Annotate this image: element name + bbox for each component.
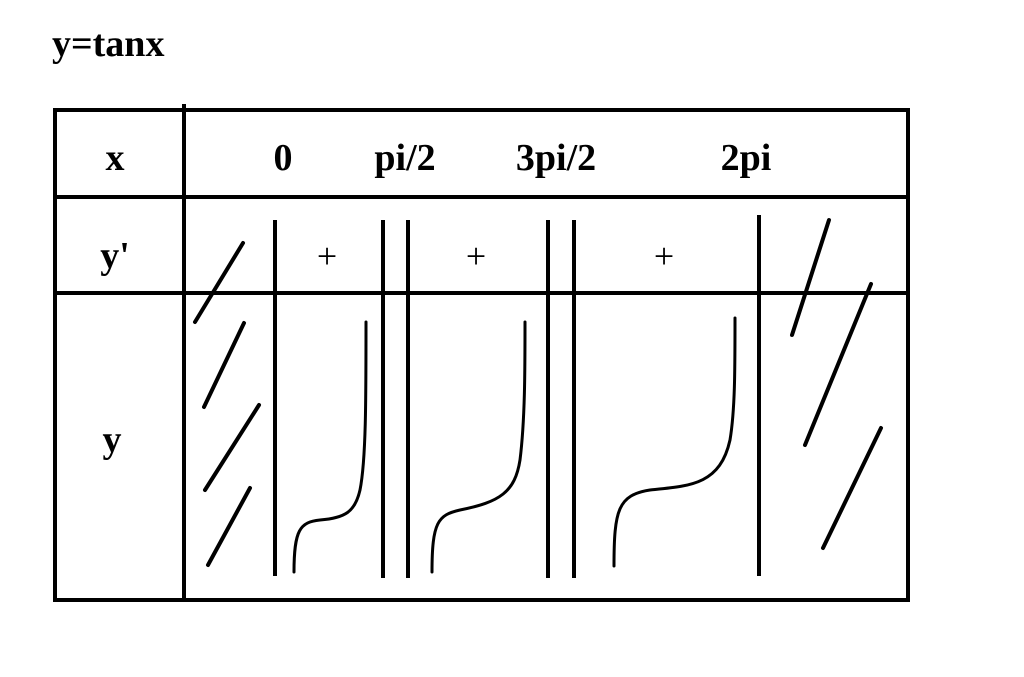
- diagram-title: y=tanx: [52, 23, 165, 65]
- hatched-zone-right: [790, 218, 883, 550]
- row-label-y: y: [103, 419, 122, 461]
- row-label-yprime: y': [100, 235, 130, 277]
- x-value-2: 3pi/2: [516, 137, 596, 179]
- row-label-x: x: [106, 137, 125, 179]
- x-value-1: pi/2: [374, 137, 435, 179]
- sign-1: +: [466, 236, 486, 276]
- curve-interval-3: [612, 316, 737, 568]
- x-value-0: 0: [274, 137, 293, 179]
- x-value-3: 2pi: [721, 137, 772, 179]
- curve-interval-1: [292, 320, 368, 574]
- hatched-zone-left: [193, 241, 261, 567]
- sign-0: +: [317, 236, 337, 276]
- sign-2: +: [654, 236, 674, 276]
- table-frame: [53, 108, 910, 602]
- curve-interval-2: [430, 320, 527, 574]
